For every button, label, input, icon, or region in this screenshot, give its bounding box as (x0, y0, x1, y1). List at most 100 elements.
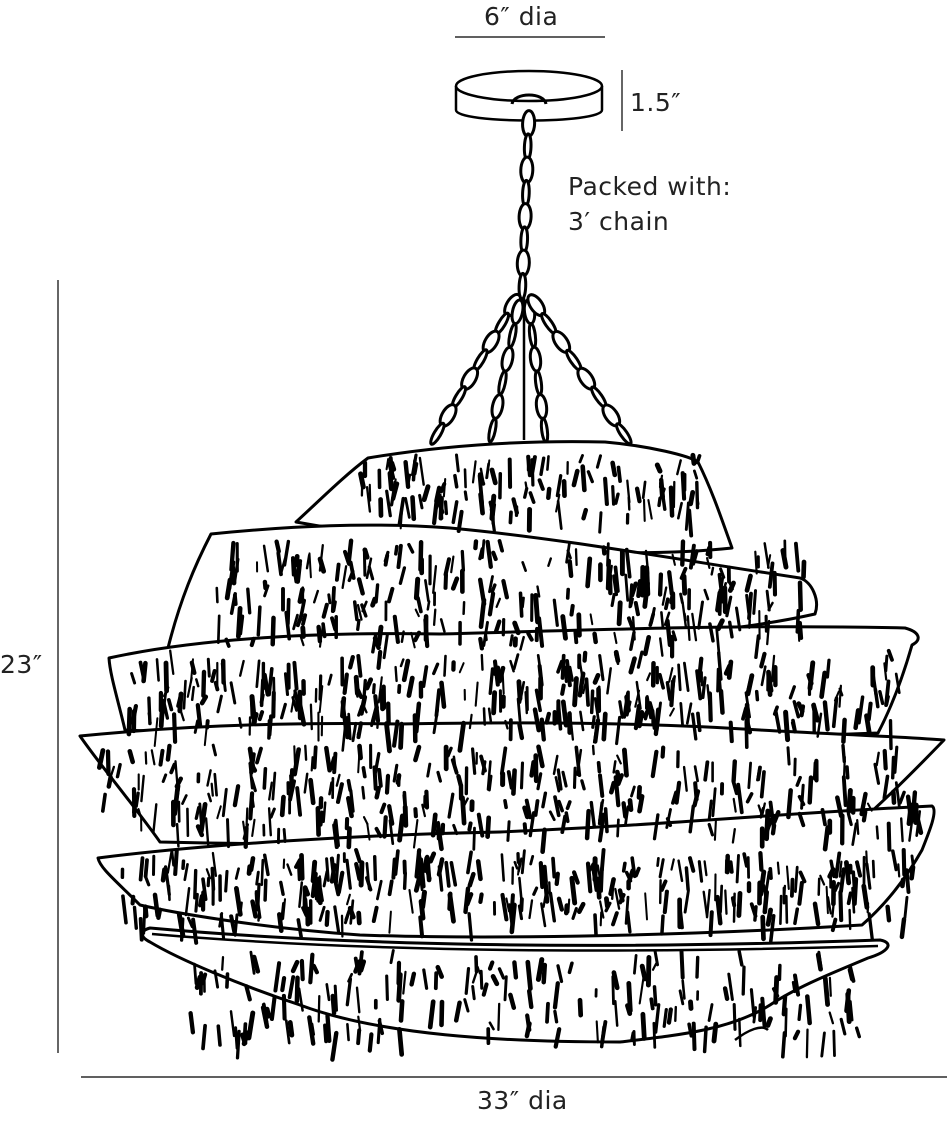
weave-stroke (252, 795, 254, 807)
weave-stroke (815, 763, 816, 779)
weave-stroke (282, 797, 283, 815)
weave-stroke (866, 851, 867, 863)
weave-stroke (481, 600, 484, 627)
weave-stroke (446, 502, 447, 514)
weave-stroke (405, 807, 406, 825)
weave-stroke (446, 863, 449, 886)
weave-stroke (597, 1021, 598, 1042)
weave-stroke (227, 580, 230, 598)
weave-stroke (620, 891, 622, 901)
weave-stroke (409, 678, 412, 695)
weave-stroke (857, 1028, 860, 1037)
weave-stroke (355, 602, 357, 620)
weave-stroke (390, 473, 391, 489)
weave-stroke (786, 712, 788, 739)
weave-stroke (399, 975, 401, 1001)
weave-stroke (695, 783, 696, 799)
weave-stroke (202, 697, 206, 703)
weave-stroke (788, 790, 790, 817)
weave-stroke (568, 802, 570, 808)
packing-note-line-1: Packed with: (568, 169, 731, 204)
weave-stroke (553, 859, 554, 877)
weave-stroke (358, 656, 360, 676)
weave-stroke (320, 559, 324, 571)
chain-link (490, 394, 505, 420)
weave-stroke (689, 1024, 691, 1036)
weave-stroke (618, 820, 619, 836)
weave-stroke (671, 488, 672, 516)
weave-stroke (541, 863, 543, 887)
weave-stroke (502, 855, 504, 881)
weave-stroke (208, 878, 209, 885)
weave-stroke (626, 575, 628, 600)
weave-stroke (513, 771, 514, 794)
weave-stroke (538, 960, 541, 980)
weave-stroke (398, 546, 401, 567)
weave-stroke (337, 565, 339, 580)
chain-link (487, 418, 497, 443)
weave-stroke (387, 776, 388, 793)
weave-stroke (348, 798, 351, 816)
weave-stroke (800, 623, 801, 638)
weave-stroke (109, 777, 111, 786)
weave-stroke (885, 751, 886, 768)
weave-stroke (144, 908, 145, 933)
weave-stroke (245, 1024, 246, 1032)
weave-stroke (218, 1026, 220, 1045)
weave-stroke (532, 762, 534, 775)
canopy-height-label: 1.5″ (630, 90, 681, 115)
weave-stroke (476, 957, 477, 972)
weave-stroke (249, 867, 250, 874)
weave-stroke (227, 974, 228, 987)
weave-stroke (757, 692, 758, 700)
weave-stroke (195, 871, 196, 898)
weave-stroke (901, 818, 902, 841)
weave-stroke (257, 872, 259, 884)
weave-stroke (508, 822, 509, 841)
weave-stroke (698, 714, 700, 731)
weave-stroke (374, 908, 377, 921)
weave-stroke (638, 581, 640, 596)
weave-stroke (644, 500, 645, 521)
weave-stroke (163, 870, 164, 881)
weave-stroke (286, 674, 288, 695)
weave-stroke (267, 1009, 269, 1016)
weave-stroke (262, 860, 263, 885)
weave-stroke (718, 897, 721, 923)
weave-stroke (656, 710, 658, 734)
weave-stroke (172, 850, 174, 865)
weave-stroke (593, 746, 594, 754)
weave-stroke (795, 867, 797, 891)
weave-stroke (359, 913, 360, 923)
weave-stroke (795, 1032, 798, 1039)
weave-stroke (725, 588, 726, 612)
weave-stroke (264, 769, 265, 788)
weave-stroke (721, 691, 723, 713)
weave-stroke (363, 787, 364, 798)
weave-stroke (302, 961, 303, 979)
weave-stroke (278, 553, 281, 574)
weave-stroke (566, 906, 567, 913)
weave-stroke (555, 1012, 557, 1022)
weave-stroke (595, 720, 598, 741)
weave-stroke (731, 723, 732, 741)
chain-link (528, 323, 537, 348)
weave-stroke (583, 467, 585, 490)
weave-stroke (606, 809, 607, 832)
weave-stroke (519, 682, 520, 699)
weave-stroke (349, 541, 351, 561)
packing-note: Packed with: 3′ chain (568, 169, 731, 239)
weave-stroke (196, 808, 198, 819)
weave-stroke (755, 552, 756, 574)
weave-stroke (174, 714, 175, 742)
weave-stroke (629, 983, 631, 1010)
weave-stroke (645, 637, 648, 654)
weave-stroke (222, 957, 223, 970)
weave-stroke (525, 824, 526, 833)
weave-stroke (332, 865, 335, 881)
weave-stroke (480, 549, 482, 559)
weave-stroke (361, 863, 362, 885)
weave-stroke (778, 863, 779, 874)
weave-stroke (103, 795, 105, 812)
